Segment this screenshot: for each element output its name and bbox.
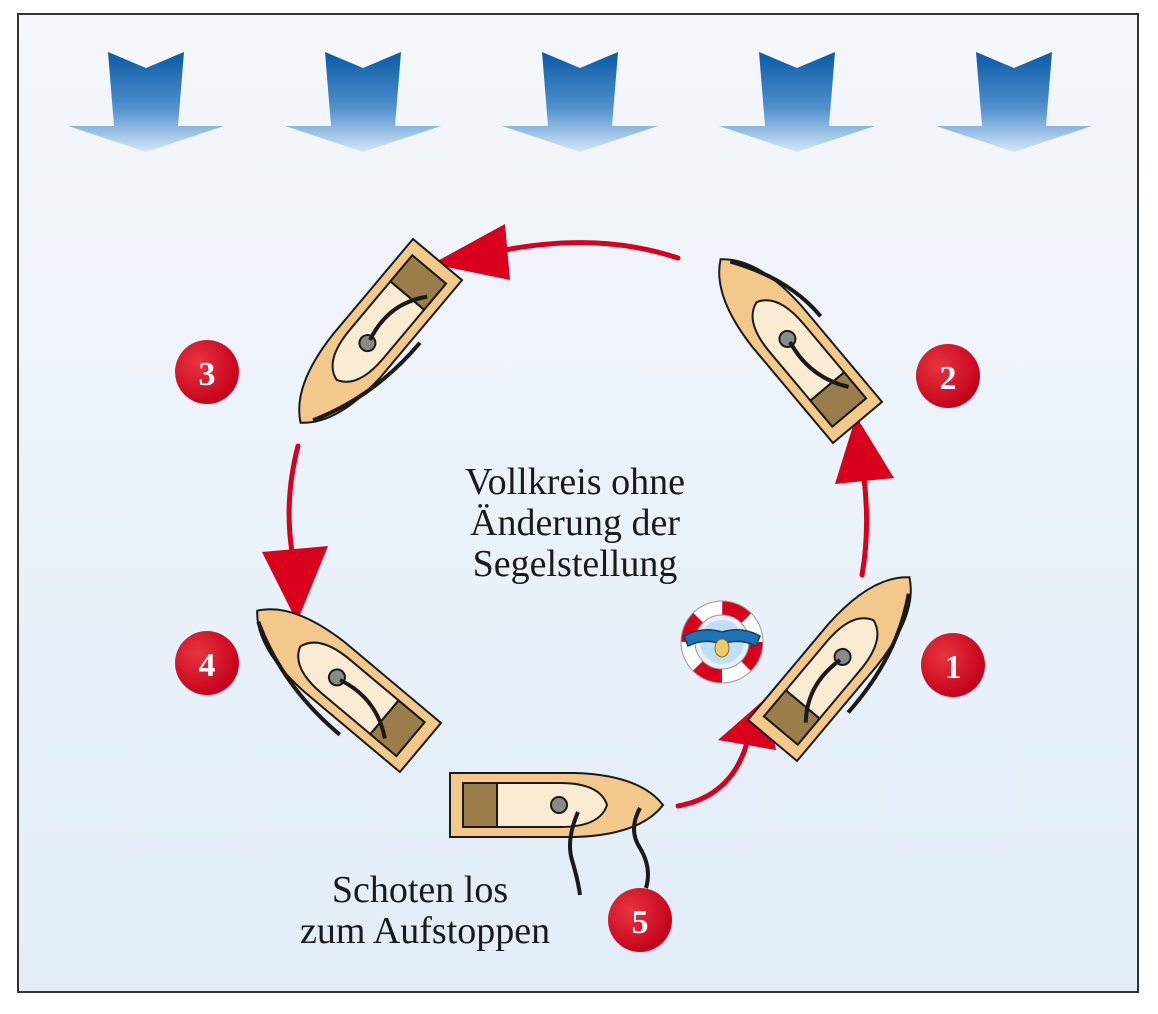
loose-sheet-line (632, 807, 650, 889)
caption-line: Schoten los (331, 869, 509, 911)
sailing-dinghy-icon (449, 772, 664, 838)
center-caption: Vollkreis ohne Änderung der Segelstellun… (430, 462, 720, 585)
step-number: 1 (945, 649, 962, 686)
loose-sheet-line (568, 811, 582, 896)
boat-position-2 (695, 237, 884, 445)
boat-position-3 (275, 237, 464, 445)
step-number: 2 (940, 360, 957, 397)
caption-line: zum Aufstoppen (300, 910, 551, 952)
boat-position-1 (746, 555, 935, 763)
caption-line: Vollkreis ohne (465, 461, 685, 503)
caption-line: Änderung der (470, 502, 680, 544)
step-badge-3: 3 (175, 340, 239, 404)
bottom-caption: Schoten los zum Aufstoppen (300, 869, 551, 952)
step-number: 4 (199, 647, 216, 684)
step-number: 3 (199, 356, 216, 393)
course-arrow-2-to-3 (502, 240, 681, 261)
course-arrow-3-to-4 (286, 443, 301, 555)
boat-position-4 (235, 585, 443, 774)
step-number: 5 (632, 904, 649, 941)
step-badge-4: 4 (175, 631, 239, 695)
step-badge-2: 2 (916, 344, 980, 408)
step-badge-1: 1 (921, 633, 985, 697)
caption-line: Segelstellung (472, 543, 678, 585)
course-arrows (262, 224, 894, 809)
step-badge-5: 5 (608, 888, 672, 952)
life-ring-with-person-icon (680, 600, 764, 684)
course-arrow-1-to-2 (859, 475, 870, 578)
boat-position-5 (449, 772, 664, 896)
